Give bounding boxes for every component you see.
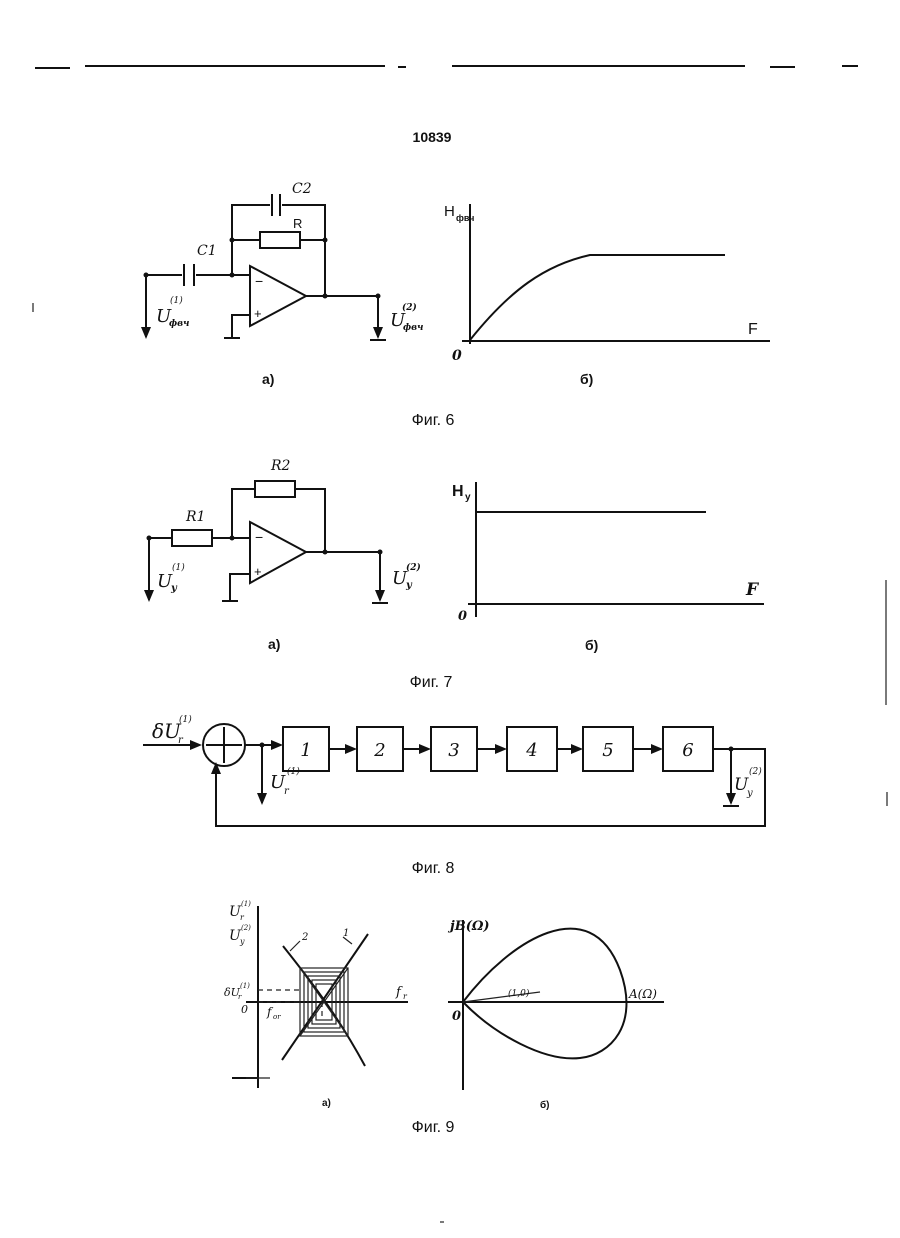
label-y-axis: H: [444, 203, 455, 220]
top-border-rule: [35, 66, 858, 68]
resistor-r: [260, 232, 300, 248]
label-x-axis: A(Ω): [628, 987, 657, 1001]
label-y-axis-sub: фвч: [456, 213, 474, 223]
label-du-sub: r: [238, 993, 242, 1001]
label-y-axis: H: [452, 483, 464, 500]
fig6-circuit: − + C2 R C1 U (1) фвч U (2) фвч а): [141, 181, 423, 387]
opamp-minus: −: [255, 273, 263, 289]
label-uin-sub: фвч: [169, 319, 189, 329]
label-y-axis: jB(Ω): [447, 919, 490, 934]
curve-hfvch: [470, 255, 725, 340]
fig7-caption: Фиг. 7: [410, 674, 453, 691]
block-6-label: 6: [682, 740, 693, 761]
nyquist-curve: [463, 929, 626, 1059]
label-f0-sub: or: [273, 1013, 281, 1021]
capacitor-c1: [184, 264, 194, 286]
label-uout-sup: (2): [406, 562, 421, 573]
block-3-label: 3: [448, 740, 459, 761]
capacitor-c2: [272, 194, 280, 216]
label-x-axis-sub: r: [403, 992, 408, 1001]
label-origin: 0: [452, 348, 462, 364]
label-a: а): [322, 1098, 331, 1109]
label-r2: R2: [270, 458, 291, 474]
label-x-axis: F: [745, 580, 760, 600]
label-tap2-sub: y: [746, 788, 753, 799]
fig7-circuit: − + R2 R1 U (1) у U (2) у а): [144, 458, 421, 652]
curve-2: [283, 946, 365, 1066]
label-b: б): [580, 371, 593, 387]
label-y-axis-sub: у: [465, 492, 471, 503]
label-b: б): [585, 637, 598, 653]
fig8-caption: Фиг. 8: [412, 860, 455, 877]
label-c1: C1: [197, 243, 217, 259]
fig9a-plot: 2 1 U r (1) U y (2) δU r (1) 0 f r f or …: [224, 900, 408, 1109]
fig8-block-diagram: δU r (1) U r (1) 1 2 3 4 5 6: [143, 714, 765, 826]
label-tap2-sup: (2): [749, 766, 762, 777]
fig9b-nyquist: jB(Ω) A(Ω) (1,0) 0 б): [447, 919, 664, 1111]
label-x-axis: F: [748, 321, 758, 338]
label-uin-sup: (1): [170, 295, 183, 306]
label-du-sup: (1): [240, 982, 250, 990]
label-uout-sub: у: [405, 580, 413, 591]
label-r1: R1: [185, 509, 205, 525]
label-y2-sub: y: [239, 937, 245, 946]
resistor-r1: [172, 530, 212, 546]
label-y2-sup: (2): [241, 924, 251, 932]
curve-1: [282, 934, 368, 1060]
label-uout-sup: (2): [402, 302, 417, 313]
label-point-1-0: (1,0): [508, 988, 530, 999]
label-c2: C2: [292, 181, 312, 197]
label-input-sup: (1): [179, 714, 192, 725]
label-a: а): [262, 371, 274, 387]
fig9-caption: Фиг. 9: [412, 1119, 455, 1136]
block-5-label: 5: [602, 740, 613, 761]
fig7-graph: H у F 0 б): [452, 482, 764, 653]
opamp-minus: −: [255, 529, 263, 545]
label-origin: 0: [458, 609, 467, 624]
label-r: R: [293, 216, 302, 231]
label-y1-sup: (1): [241, 900, 251, 908]
label-y1-sub: r: [240, 913, 245, 922]
label-a: а): [268, 636, 280, 652]
label-x-axis: f: [395, 985, 403, 1000]
block-4-label: 4: [525, 740, 537, 761]
label-tap1-sub: r: [284, 786, 290, 797]
label-uin-sup: (1): [172, 562, 185, 573]
fig6-caption: Фиг. 6: [412, 412, 455, 429]
label-origin: 0: [241, 1003, 248, 1016]
label-uin-sub: у: [170, 583, 178, 594]
label-b: б): [540, 1099, 550, 1111]
label-origin: 0: [452, 1009, 461, 1024]
block-1-label: 1: [300, 740, 311, 761]
block-2-label: 2: [373, 740, 385, 761]
label-curve1: 1: [343, 928, 349, 939]
fig6-graph: H фвч F 0 б): [444, 203, 770, 387]
scan-artifacts: [33, 303, 887, 1222]
opamp-plus: +: [254, 564, 262, 579]
opamp-plus: +: [254, 306, 262, 321]
page-number: 10839: [413, 129, 452, 145]
resistor-r2: [255, 481, 295, 497]
label-curve2: 2: [301, 932, 308, 943]
label-uout-sub: фвч: [403, 323, 423, 333]
